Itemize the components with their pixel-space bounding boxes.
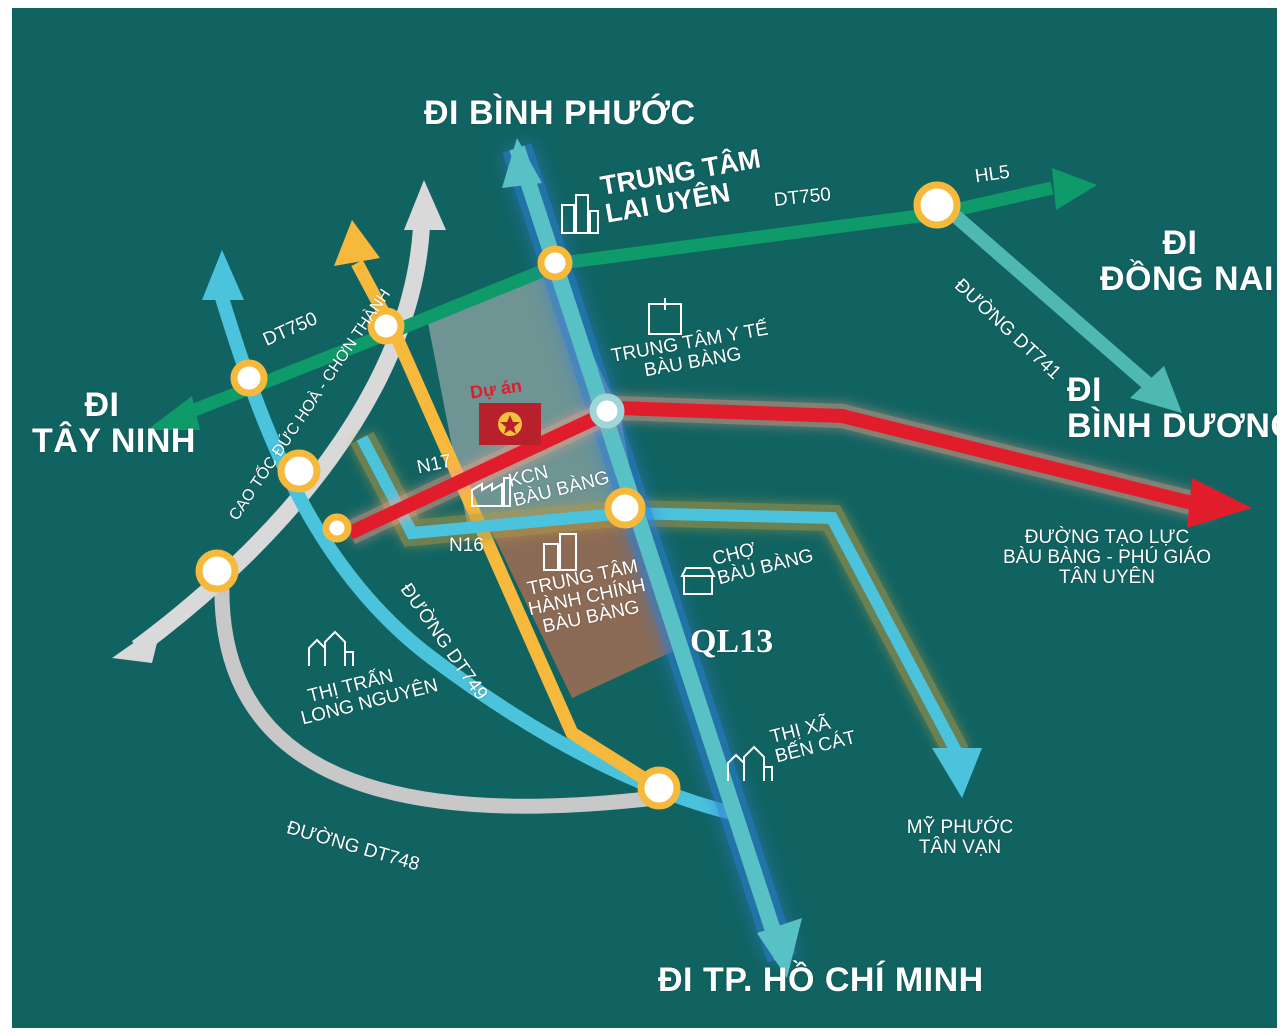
direction-hcm: ĐI TP. HỒ CHÍ MINH (658, 961, 984, 999)
dt749-arrow (202, 250, 244, 300)
label-ql13: QL13 (690, 623, 774, 660)
town-icon (307, 628, 355, 673)
expressway-arrow-top (404, 180, 446, 230)
expressway-road (131, 207, 431, 655)
junction-dt750-dt749 (230, 359, 268, 397)
hl5-arrow (1052, 168, 1097, 210)
direction-binh-duong: ĐI BÌNH DƯƠNG (1067, 371, 1277, 445)
expressway-arrow-bottom (112, 623, 162, 663)
ql13-road (509, 145, 790, 961)
junction-dt750-ql13 (537, 245, 573, 281)
junction-dt750-hl5 (913, 181, 961, 229)
hospital-icon (645, 296, 685, 341)
map-canvas: ĐI BÌNH PHƯỚC ĐI ĐỒNG NAI ĐI BÌNH DƯƠNG … (12, 8, 1277, 1028)
ql13-arrow-bottom (757, 918, 802, 978)
market-icon (680, 566, 716, 601)
direction-tay-ninh: ĐI TÂY NINH (32, 386, 196, 460)
junction-ben-cat (637, 766, 681, 810)
tao-luc-arrow (1187, 478, 1252, 528)
dt750-arrow-left (147, 396, 200, 430)
dt748-road (214, 579, 673, 814)
n17-arrow (334, 220, 380, 266)
place-my-phuoc-line2: TÂN VẠN (918, 836, 1002, 858)
direction-dong-nai: ĐI ĐỒNG NAI (1100, 224, 1274, 298)
direction-binh-duong-line2: BÌNH DƯƠNG (1067, 406, 1277, 445)
junction-expressway (277, 449, 321, 493)
label-n16: N16 (449, 535, 484, 556)
direction-tay-ninh-line1: ĐI (84, 386, 120, 424)
tao-luc-road (347, 400, 1214, 540)
junction-dt750-n17 (367, 307, 405, 345)
my-phuoc-arrow (932, 748, 982, 798)
admin-center-zone (490, 518, 680, 698)
project-star-shape (500, 415, 520, 434)
factory-icon (470, 476, 512, 513)
town-icon (726, 743, 774, 788)
place-my-phuoc: MỸ PHƯỚC TÂN VẠN (900, 818, 1020, 858)
direction-dong-nai-line1: ĐI (1162, 224, 1198, 262)
label-tao-luc-line1: ĐƯỜNG TẠO LỰC (1024, 527, 1190, 548)
direction-binh-duong-line1: ĐI (1067, 371, 1102, 409)
map-roads (112, 138, 1252, 978)
label-tao-luc-line3: TÂN UYÊN (1058, 566, 1156, 588)
junction-ql13-my-phuoc (604, 487, 646, 529)
dt741-arrow (1130, 366, 1182, 413)
junction-expressway-dt748 (195, 549, 239, 593)
junction-ql13-red (589, 393, 625, 429)
junctions (195, 181, 961, 810)
admin-building-icon (542, 532, 582, 577)
label-tao-luc: ĐƯỜNG TẠO LỰC BÀU BÀNG - PHÚ GIÁO TÂN UY… (997, 528, 1217, 588)
place-my-phuoc-line1: MỸ PHƯỚC (906, 817, 1014, 838)
project-zone (427, 266, 637, 523)
dt741-road (947, 207, 1152, 389)
junction-tao-luc-start (322, 513, 352, 543)
direction-dong-nai-line2: ĐỒNG NAI (1100, 259, 1274, 298)
direction-binh-phuoc: ĐI BÌNH PHƯỚC (424, 94, 696, 132)
ql13-arrow-top (502, 138, 542, 188)
label-tao-luc-line2: BÀU BÀNG - PHÚ GIÁO (1003, 546, 1211, 568)
city-buildings-icon (560, 191, 600, 240)
direction-tay-ninh-line2: TÂY NINH (32, 421, 196, 460)
